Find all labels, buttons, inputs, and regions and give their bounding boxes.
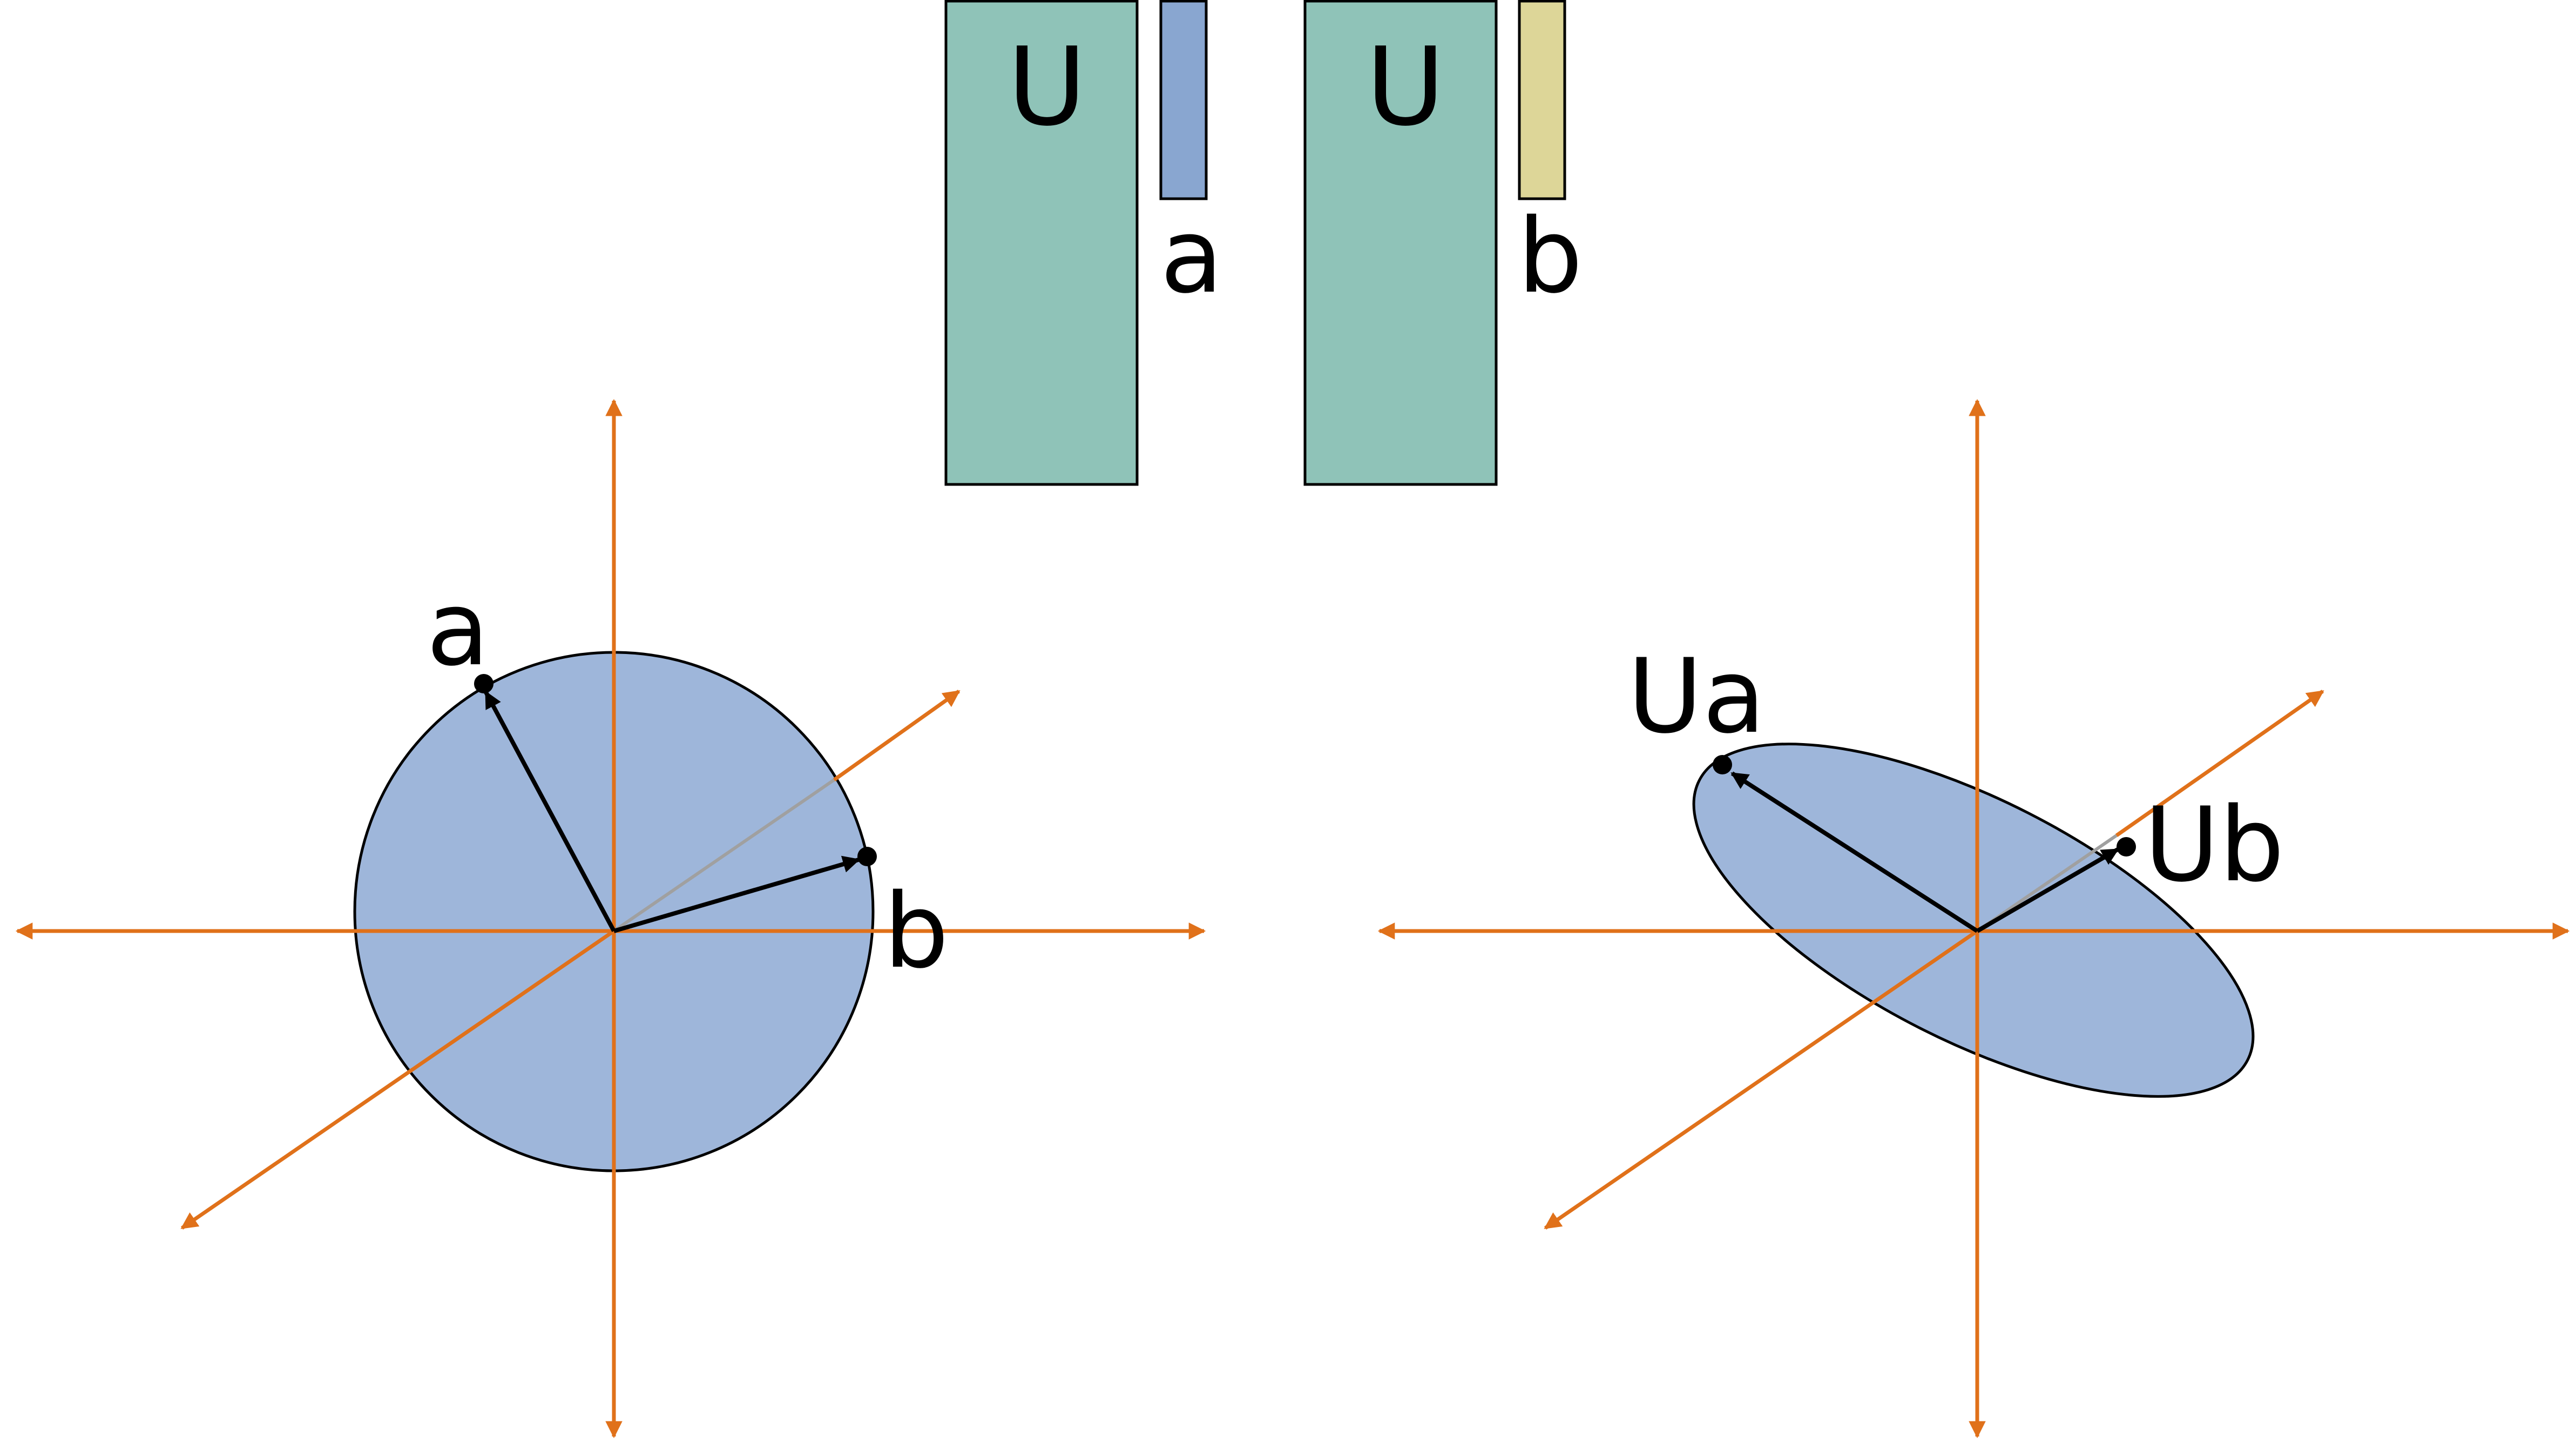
- point-ub-dot: [2117, 837, 2136, 856]
- matrix-u-left-label: U: [1008, 24, 1086, 150]
- matrix-u-right: [1303, 0, 1498, 486]
- point-ub-label: Ub: [2144, 785, 2284, 905]
- point-b-label: b: [884, 872, 949, 991]
- vector-a-column-label: a: [1160, 197, 1223, 316]
- vector-a-arrow: [484, 691, 616, 932]
- vector-b-column-label: b: [1518, 197, 1583, 316]
- point-b-dot: [857, 847, 877, 866]
- right-z-axis-front: [2115, 690, 2324, 837]
- product-right: U b: [1303, 0, 1583, 486]
- point-a-dot: [474, 674, 493, 693]
- left-z-axis-back: [613, 778, 835, 933]
- matrix-u-left: [944, 0, 1139, 486]
- point-a-label: a: [427, 569, 489, 689]
- left-z-axis-front: [833, 690, 961, 781]
- vector-ua-arrow: [1730, 771, 1979, 933]
- vector-b-column: [1518, 0, 1566, 200]
- product-left: U a: [944, 0, 1223, 486]
- right-z-axis-lower: [1544, 929, 1978, 1230]
- right-plot: Ua Ub: [1377, 399, 2570, 1439]
- matrix-u-right-label: U: [1366, 24, 1445, 150]
- point-ua-dot: [1713, 755, 1732, 774]
- vector-a-column: [1159, 0, 1208, 200]
- left-plot: a b: [15, 399, 1206, 1439]
- point-ua-label: Ua: [1627, 637, 1766, 756]
- vector-ub-arrow: [1976, 847, 2119, 933]
- left-z-axis-lower: [180, 929, 615, 1230]
- vector-b-arrow: [613, 855, 861, 933]
